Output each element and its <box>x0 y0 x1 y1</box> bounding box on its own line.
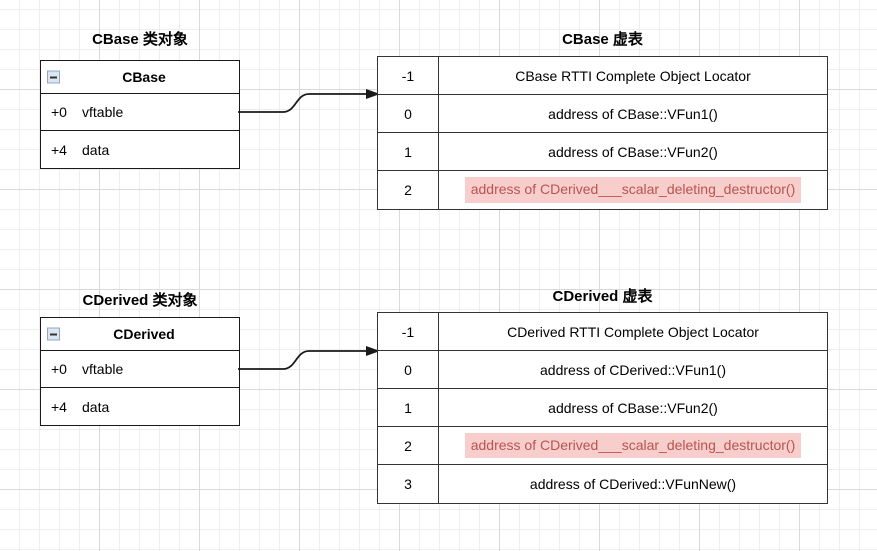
vtable-row-value: address of CBase::VFun2() <box>548 143 718 160</box>
cbase-class-box[interactable]: CBase +0 vftable +4 data <box>40 60 240 169</box>
cbase-class-name: CBase <box>122 69 166 85</box>
cderived-class-header: CDerived <box>41 318 239 351</box>
vtable-row-index: 1 <box>378 389 439 426</box>
cbase-object-title: CBase 类对象 <box>92 31 188 48</box>
cderived-member-name: data <box>82 398 110 415</box>
vtable-row-value-highlighted: address of CDerived___scalar_deleting_de… <box>439 171 827 209</box>
cbase-member-row-data: +4 data <box>41 131 239 168</box>
vtable-row: 2 address of CDerived___scalar_deleting_… <box>378 171 827 209</box>
cderived-vtable-title: CDerived 虚表 <box>552 288 653 305</box>
vtable-row-value-text: address of CDerived___scalar_deleting_de… <box>464 432 802 459</box>
vtable-row: -1 CBase RTTI Complete Object Locator <box>378 57 827 95</box>
vtable-row: 1 address of CBase::VFun2() <box>378 133 827 171</box>
cderived-member-offset: +0 <box>51 361 67 377</box>
collapse-minus-icon[interactable] <box>47 327 60 341</box>
vtable-row-index: 0 <box>378 95 439 132</box>
vtable-row-value-text: address of CDerived___scalar_deleting_de… <box>464 177 802 203</box>
cbase-vftable-connector-arrow <box>238 89 380 113</box>
vtable-row-index: 3 <box>378 465 439 503</box>
cbase-vtable: -1 CBase RTTI Complete Object Locator 0 … <box>377 56 828 210</box>
vtable-row-index: 2 <box>378 427 439 464</box>
cbase-member-name: data <box>82 141 110 158</box>
cderived-class-box[interactable]: CDerived +0 vftable +4 data <box>40 317 240 426</box>
vtable-row: 2 address of CDerived___scalar_deleting_… <box>378 427 827 465</box>
vtable-row-value-highlighted: address of CDerived___scalar_deleting_de… <box>439 427 827 464</box>
vtable-row-index: 0 <box>378 351 439 388</box>
cderived-member-row-vftable: +0 vftable <box>41 351 239 388</box>
cbase-member-row-vftable: +0 vftable <box>41 94 239 131</box>
vtable-row-value: address of CBase::VFun2() <box>548 399 718 416</box>
vtable-row-index: 2 <box>378 171 439 209</box>
vtable-row-index: 1 <box>378 133 439 170</box>
vtable-row: 0 address of CBase::VFun1() <box>378 95 827 133</box>
cderived-class-name: CDerived <box>113 326 175 342</box>
collapse-minus-icon[interactable] <box>47 70 60 84</box>
cderived-vtable: -1 CDerived RTTI Complete Object Locator… <box>377 312 828 504</box>
vtable-row-value: address of CDerived::VFunNew() <box>529 476 737 492</box>
vtable-row-value: address of CBase::VFun1() <box>548 105 718 122</box>
cderived-member-name: vftable <box>82 361 124 377</box>
cbase-vtable-title: CBase 虚表 <box>562 31 643 48</box>
vtable-row-value: address of CDerived::VFun1() <box>540 361 726 378</box>
cbase-member-name: vftable <box>82 104 124 120</box>
cbase-member-offset: +0 <box>51 104 67 120</box>
vtable-row: 1 address of CBase::VFun2() <box>378 389 827 427</box>
cbase-member-offset: +4 <box>51 141 67 158</box>
vtable-row-index: -1 <box>378 57 439 94</box>
vtable-row-value: CBase RTTI Complete Object Locator <box>515 67 751 84</box>
vtable-row: 0 address of CDerived::VFun1() <box>378 351 827 389</box>
cderived-member-offset: +4 <box>51 398 67 415</box>
vtable-row: -1 CDerived RTTI Complete Object Locator <box>378 313 827 351</box>
cderived-object-title: CDerived 类对象 <box>82 292 198 309</box>
cderived-vftable-connector-arrow <box>238 346 380 370</box>
cbase-class-header: CBase <box>41 61 239 94</box>
cderived-member-row-data: +4 data <box>41 388 239 425</box>
vtable-row-value: CDerived RTTI Complete Object Locator <box>507 323 759 340</box>
vtable-row-index: -1 <box>378 313 439 350</box>
vtable-row: 3 address of CDerived::VFunNew() <box>378 465 827 503</box>
